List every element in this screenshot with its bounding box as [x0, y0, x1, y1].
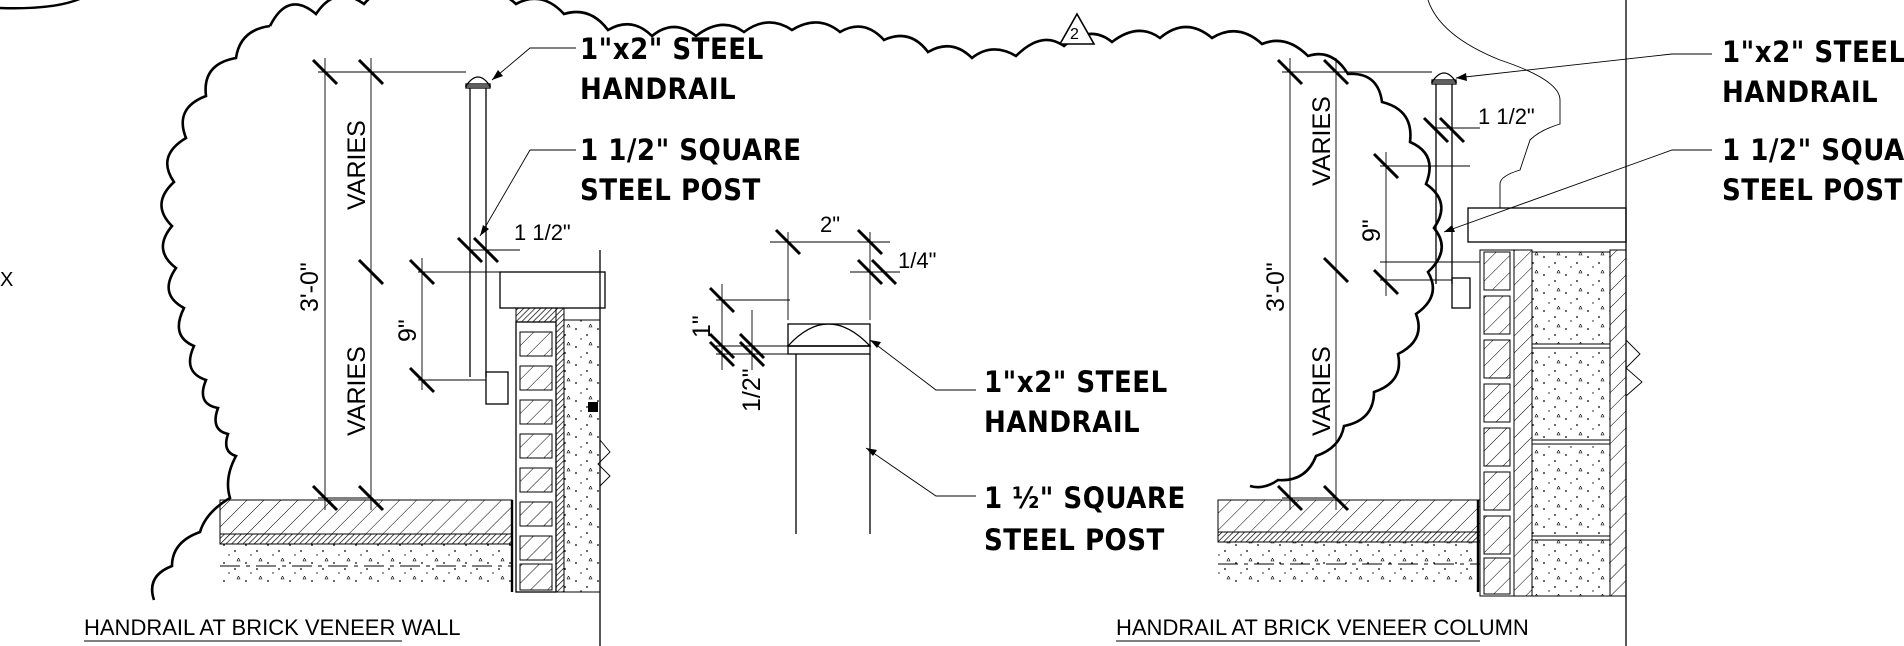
left-dim-varies-top: VARIES [343, 120, 371, 210]
center-handrail-note-2: HANDRAIL [984, 405, 1140, 439]
center-dim-lip: 1/4" [898, 248, 936, 273]
right-dim-varies-bottom: VARIES [1308, 346, 1336, 436]
brick-column [1479, 249, 1627, 597]
left-detail-title: HANDRAIL AT BRICK VENEER WALL [84, 615, 461, 640]
right-dim-overall: 3'-0" [1262, 262, 1290, 312]
left-detail [219, 47, 611, 646]
right-dim-offset: 9" [1358, 219, 1386, 242]
left-post-note-2: STEEL POST [580, 173, 761, 207]
right-dim-varies-top: VARIES [1308, 96, 1336, 186]
center-dim-half: 1/2" [738, 368, 766, 412]
right-handrail-note-1: 1"x2" STEEL [1722, 35, 1904, 69]
center-post-note-1: 1 ½" SQUARE [984, 481, 1186, 515]
right-dim-post: 1 1/2" [1478, 104, 1535, 129]
left-dim-varies-bottom: VARIES [343, 346, 371, 436]
left-dim-overall: 3'-0" [296, 262, 324, 312]
left-dim-offset: 9" [394, 319, 422, 342]
revision-cloud [268, 0, 1443, 489]
center-detail [708, 228, 976, 534]
detail-bubble-arc [0, 0, 81, 10]
center-handrail-note-1: 1"x2" STEEL [984, 365, 1168, 399]
brick-courses [519, 331, 553, 591]
revision-cloud-left [150, 24, 271, 601]
center-post-note-2: STEEL POST [984, 523, 1165, 557]
center-dim-width: 2" [820, 212, 840, 237]
left-dim-post: 1 1/2" [514, 220, 571, 245]
left-handrail-note-2: HANDRAIL [580, 72, 736, 106]
revision-number: 2 [1070, 26, 1079, 43]
right-detail [1217, 0, 1712, 646]
left-handrail-note-1: 1"x2" STEEL [580, 32, 764, 66]
center-dim-height: 1" [688, 315, 716, 338]
left-post-note-1: 1 1/2" SQUARE [580, 133, 802, 167]
edge-mark: X [0, 269, 13, 291]
right-post-note-2: STEEL POST [1722, 173, 1903, 207]
right-detail-title: HANDRAIL AT BRICK VENEER COLUMN [1116, 615, 1529, 640]
right-post-note-1: 1 1/2" SQUARE [1722, 133, 1904, 167]
right-handrail-note-2: HANDRAIL [1722, 75, 1878, 109]
revision-triangle-icon [1058, 12, 1096, 45]
